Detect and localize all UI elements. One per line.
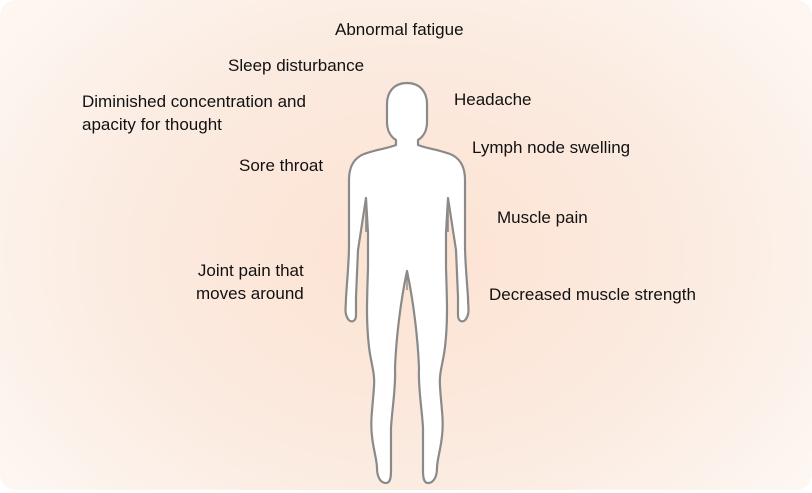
label-headache: Headache (454, 88, 532, 111)
label-diminished-concentration-line1: Diminished concentration and (82, 90, 306, 113)
label-sleep-disturbance: Sleep disturbance (228, 54, 364, 77)
label-joint-pain-line1: Joint pain that (196, 259, 304, 282)
label-lymph-node-swelling: Lymph node swelling (472, 136, 630, 159)
label-diminished-concentration: Diminished concentration and apacity for… (82, 90, 306, 136)
label-sore-throat: Sore throat (239, 154, 323, 177)
label-abnormal-fatigue: Abnormal fatigue (335, 18, 464, 41)
label-muscle-pain: Muscle pain (497, 206, 588, 229)
label-diminished-concentration-line2: apacity for thought (82, 113, 306, 136)
label-joint-pain: Joint pain that moves around (196, 259, 304, 305)
label-joint-pain-line2: moves around (196, 282, 304, 305)
label-decreased-muscle-strength: Decreased muscle strength (489, 283, 696, 306)
